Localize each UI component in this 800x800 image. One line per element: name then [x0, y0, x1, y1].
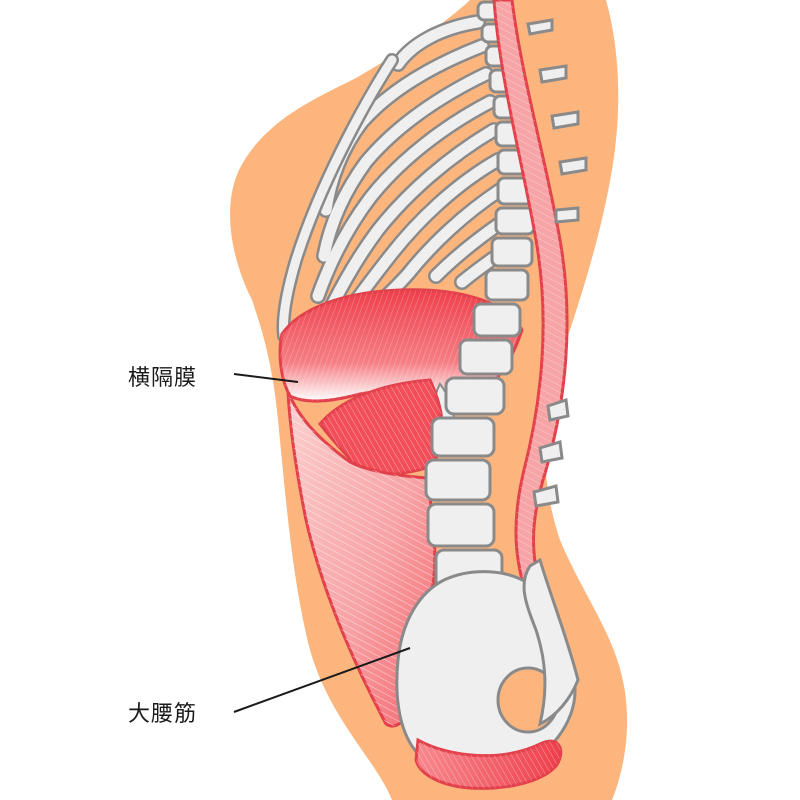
diaphragm-label: 横隔膜 [128, 366, 198, 391]
quadratus-lumborum-muscle [318, 378, 444, 478]
spinous-processes [526, 18, 588, 508]
pelvis [395, 557, 580, 776]
psoas-major-label: 大腰筋 [128, 702, 198, 727]
iliacus-muscle [414, 737, 563, 790]
diaphragm-leader-line [233, 373, 299, 383]
psoas-leader-line [233, 647, 411, 713]
psoas-major-muscle [286, 391, 437, 728]
